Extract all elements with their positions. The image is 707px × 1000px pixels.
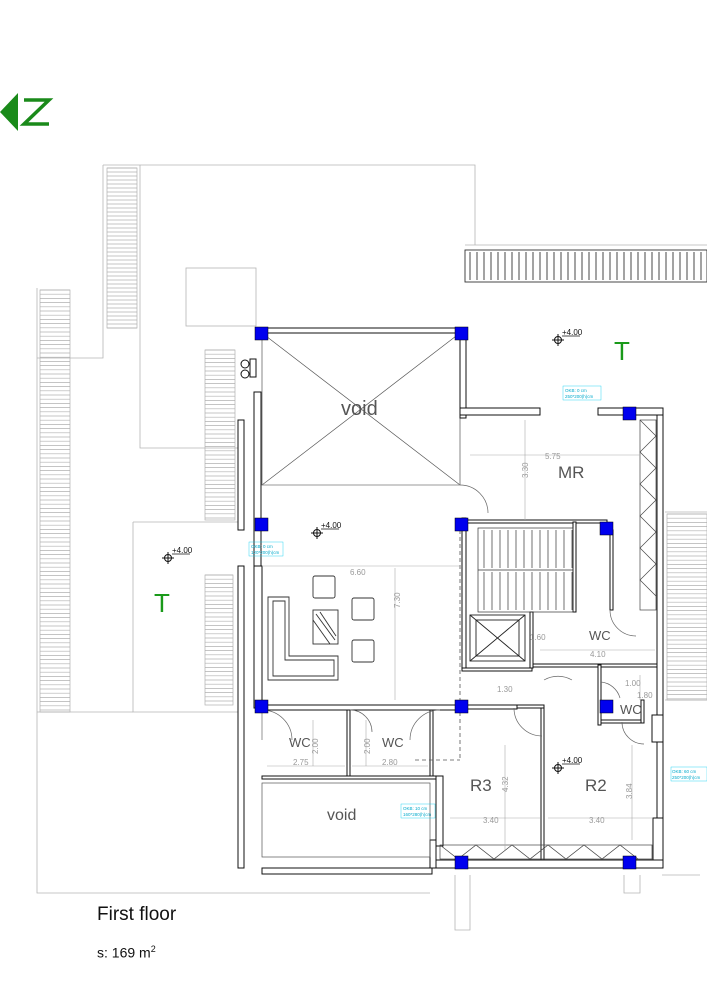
level-marker: +4.00 xyxy=(162,546,193,564)
svg-text:OKB: 60 cm: OKB: 60 cm xyxy=(672,769,697,774)
svg-text:250*200(h)cm: 250*200(h)cm xyxy=(672,775,701,780)
floor-area-value: s: 169 m xyxy=(97,944,151,961)
room-label-void-bottom: void xyxy=(327,807,356,824)
room-label-wc-small: WC xyxy=(620,702,642,717)
dim-384: 3.84 xyxy=(625,783,634,799)
window-notes: OKB: 0 cm 250*200(h)cm OKB: 0 cm 120*200… xyxy=(248,385,707,819)
columns xyxy=(254,326,637,870)
room-label-wc-left1: WC xyxy=(289,735,311,750)
room-label-wc-right: WC xyxy=(589,628,611,643)
centre-lines xyxy=(262,420,655,850)
room-label-r3: R3 xyxy=(470,776,492,795)
column xyxy=(254,517,269,532)
dim-432: 4.32 xyxy=(501,776,510,792)
dim-130: 1.30 xyxy=(497,685,513,694)
room-label-void-top: void xyxy=(341,398,378,420)
column xyxy=(454,326,469,341)
site-outline xyxy=(36,164,707,931)
dim-160: 1.60 xyxy=(530,633,546,642)
dim-280: 2.80 xyxy=(382,758,398,767)
dim-100: 1.00 xyxy=(625,679,641,688)
column xyxy=(622,406,637,421)
room-label-terrace-left: T xyxy=(154,588,170,618)
door-swings xyxy=(261,484,645,745)
svg-text:OKB: 10 cm: OKB: 10 cm xyxy=(403,806,428,811)
level-label: +4.00 xyxy=(321,521,342,530)
dim-730: 7.30 xyxy=(393,592,402,608)
room-label-wc-left2: WC xyxy=(382,735,404,750)
dimension-labels: 6.60 7.30 5.75 3.30 4.10 1.60 1.30 1.00 … xyxy=(293,452,653,825)
dim-200b: 2.00 xyxy=(363,738,372,754)
svg-text:250*200(h)cm: 250*200(h)cm xyxy=(565,394,594,399)
floor-area: s: 169 m2 xyxy=(97,944,156,961)
outdoor-fixtures xyxy=(240,358,257,379)
bottom-balcony xyxy=(439,844,653,860)
room-label-r2: R2 xyxy=(585,776,607,795)
svg-text:160*280(h)cm: 160*280(h)cm xyxy=(403,812,432,817)
outer-stairs xyxy=(39,167,707,713)
svg-text:OKB: 0 cm: OKB: 0 cm xyxy=(565,388,587,393)
mr-wardrobe xyxy=(639,419,657,611)
dim-340b: 3.40 xyxy=(589,816,605,825)
window-note-1: OKB: 0 cm 250*200(h)cm xyxy=(562,385,602,401)
level-markers: +4.00 +4.00 +4.00 +4.00 xyxy=(162,328,583,774)
dim-410: 4.10 xyxy=(590,650,606,659)
column xyxy=(599,699,614,714)
column xyxy=(454,699,469,714)
dim-275: 2.75 xyxy=(293,758,309,767)
dim-180: 1.80 xyxy=(637,691,653,700)
dim-660: 6.60 xyxy=(350,568,366,577)
walls xyxy=(237,327,664,875)
room-label-mr: MR xyxy=(558,463,584,482)
dashed-lines xyxy=(415,530,461,761)
column xyxy=(254,699,269,714)
room-labels: void void MR WC WC WC WC R3 R2 T T xyxy=(154,336,642,824)
void-bottom-area xyxy=(261,782,431,858)
svg-text:OKB: 0 cm: OKB: 0 cm xyxy=(251,544,273,549)
window-note-2: OKB: 0 cm 120*200(h)cm xyxy=(248,541,284,557)
north-arrow-icon xyxy=(0,93,54,131)
elevator-shaft xyxy=(469,614,526,662)
dim-200a: 2.00 xyxy=(311,738,320,754)
terrace-railing xyxy=(464,249,707,283)
floor-area-exponent: 2 xyxy=(150,944,156,954)
level-label: +4.00 xyxy=(172,546,193,555)
level-marker: +4.00 xyxy=(552,756,583,774)
column xyxy=(599,521,614,536)
window-note-3: OKB: 60 cm 250*200(h)cm xyxy=(670,766,707,782)
floor-title: First floor xyxy=(97,904,177,925)
column xyxy=(454,855,469,870)
level-label: +4.00 xyxy=(562,756,583,765)
column xyxy=(454,517,469,532)
level-marker: +4.00 xyxy=(311,521,342,539)
internal-stair xyxy=(477,527,574,613)
furniture xyxy=(267,575,375,681)
dim-575: 5.75 xyxy=(545,452,561,461)
column xyxy=(622,855,637,870)
dim-330: 3.30 xyxy=(521,462,530,478)
svg-text:120*200(h)cm: 120*200(h)cm xyxy=(251,550,280,555)
level-label: +4.00 xyxy=(562,328,583,337)
column xyxy=(254,326,269,341)
window-note-4: OKB: 10 cm 160*280(h)cm xyxy=(400,803,436,819)
level-marker: +4.00 xyxy=(552,328,583,346)
room-label-terrace-top: T xyxy=(614,336,630,366)
dim-340a: 3.40 xyxy=(483,816,499,825)
